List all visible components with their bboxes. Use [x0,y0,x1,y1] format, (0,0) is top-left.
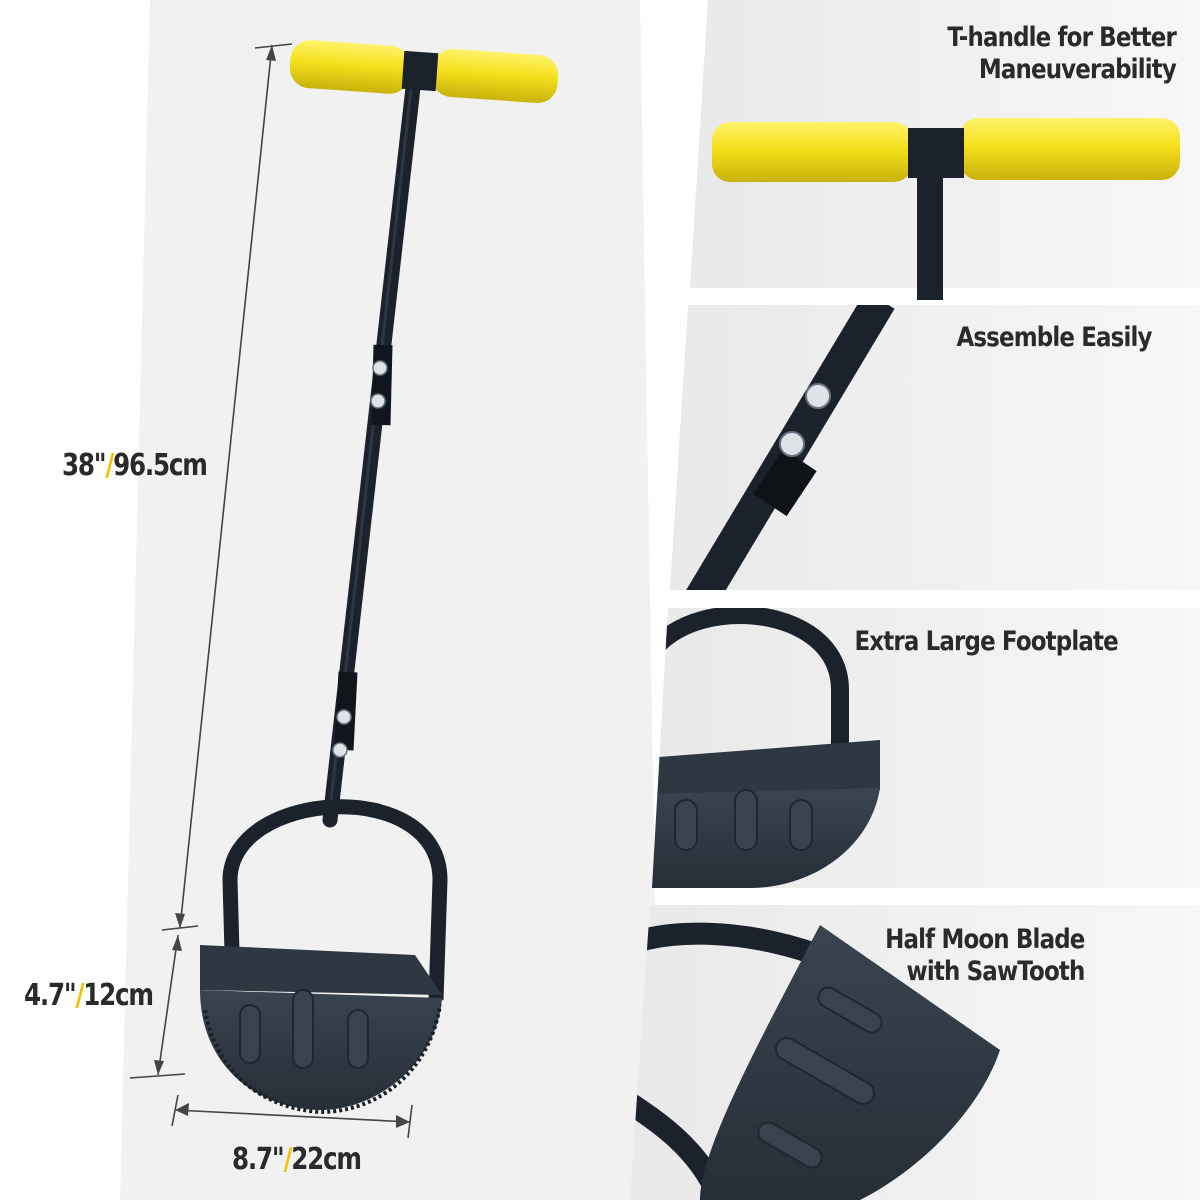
height-separator: / [105,448,114,483]
panel-assembly [670,305,1200,590]
height-label: 38"/96.5cm [62,448,208,483]
detail-t-handle [712,118,1180,300]
blade-width-dimension-line [174,1109,411,1123]
height-dimension-line [179,44,273,929]
footplate [200,945,442,995]
feature-footplate-line-1: Extra Large Footplate [854,626,1119,657]
feature-t-handle-line-2: Maneuverability [978,54,1177,85]
feature-assembly-line-1: Assemble Easily [956,322,1153,353]
blade-height-separator: / [75,978,84,1013]
blade-height-label: 4.7"/12cm [24,978,154,1013]
height-imperial: 38" [62,448,107,483]
blade-height-dimension-line [157,934,179,1076]
edger-tool [200,40,559,1115]
feature-t-handle: T-handle for Better Maneuverability [947,22,1176,86]
blade-height-metric: 12cm [83,978,154,1013]
blade-ribs [239,989,369,1069]
detail-blade [630,922,1000,1200]
height-metric: 96.5cm [113,448,208,483]
feature-assembly: Assemble Easily [956,322,1153,354]
blade-height-imperial: 4.7" [24,978,77,1013]
feature-t-handle-line-1: T-handle for Better [947,22,1176,53]
t-handle-grip [289,40,559,103]
detail-bolts [779,383,831,457]
feature-footplate: Extra Large Footplate [854,626,1119,658]
footplate-loop [222,799,448,1001]
feature-blade-line-1: Half Moon Blade [884,924,1085,955]
detail-footplate [652,608,880,888]
blade-width-label: 8.7"/22cm [232,1142,362,1177]
dimension-lines [129,43,413,1139]
bolts [332,360,388,758]
detail-grip-right [960,118,1180,180]
feature-blade: Half Moon Blade with SawTooth [884,924,1085,988]
feature-blade-line-2: with SawTooth [906,956,1085,987]
detail-assembly [685,305,895,590]
background-band [120,0,660,1200]
blade-width-imperial: 8.7" [232,1142,285,1177]
blade-width-metric: 22cm [291,1142,362,1177]
blade-width-separator: / [283,1142,292,1177]
detail-grip-left [712,122,912,182]
